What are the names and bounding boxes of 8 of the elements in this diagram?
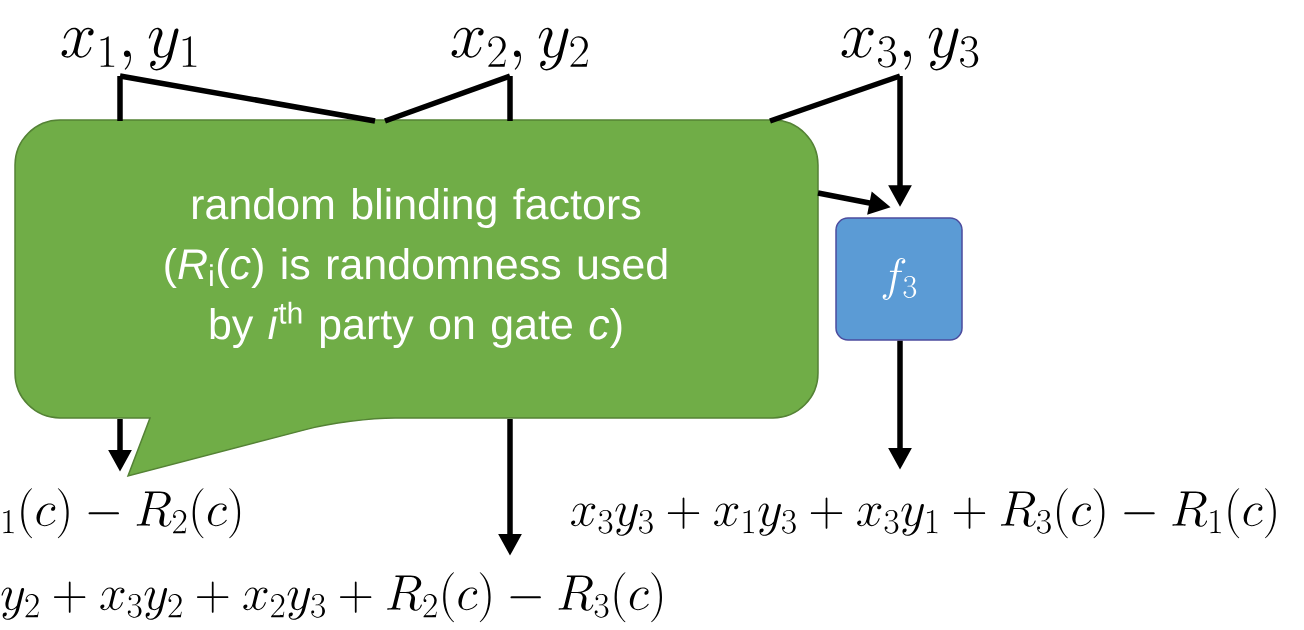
speech-bubble: random blinding factors (R$_{i}$(c) is randomness used by i$^{th}$ party on gate c)	[14, 119, 819, 477]
output-formula: $x_3 y_3 + x_1 y_3 + x_3 y_1 + R_3(c) - R_1(c)$	[571, 488, 1276, 539]
variable-label: $x_2, y_2$	[451, 27, 588, 71]
output-formula: $y_2 + x_3 y_2 + x_2 y_3 + R_2(c) - R_3(c)$	[1, 572, 662, 623]
variable-label: $x_3, y_3$	[841, 27, 979, 71]
variable-label: $x_1, y_1$	[61, 27, 197, 71]
output-formula: $_1(c) - R_2(c)$	[3, 488, 241, 539]
gate-box: $f_3$	[835, 217, 963, 341]
